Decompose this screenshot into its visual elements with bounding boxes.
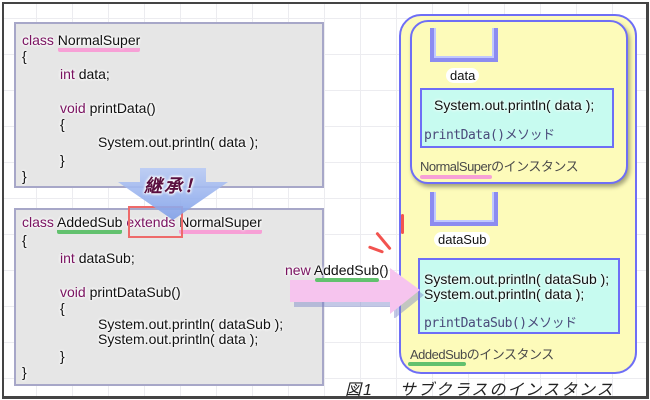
code-line: } xyxy=(22,168,27,184)
code-line-statement: System.out.println( data ); xyxy=(98,331,259,347)
instance-class-name: AddedSub xyxy=(410,347,467,362)
superclass-name-underline xyxy=(420,175,492,179)
code-line-method: void printData() xyxy=(60,100,156,117)
variable-label-data: data xyxy=(446,68,480,83)
keyword: int xyxy=(60,250,75,266)
keyword: void xyxy=(60,284,86,300)
code-line: } xyxy=(22,364,27,380)
instance-class-name: NormalSuper xyxy=(420,159,492,174)
instance-suffix: のインスタンス xyxy=(491,159,579,174)
variable-container-icon xyxy=(430,192,498,226)
code-line: } xyxy=(60,348,65,364)
keyword: int xyxy=(60,66,75,82)
method-code-line: System.out.println( data ); xyxy=(434,97,595,113)
inheritance-label: 継承！ xyxy=(144,176,204,196)
code-line-class-declaration: class NormalSuper xyxy=(22,32,141,52)
superclass-name: NormalSuper xyxy=(57,32,141,52)
code-line: { xyxy=(22,48,27,64)
keyword: new xyxy=(285,262,311,278)
new-expression: new AddedSub() xyxy=(285,262,389,278)
code-line: { xyxy=(60,116,65,132)
method-signature: printDataSub() xyxy=(89,284,181,300)
method-name-label: printDataSub()メソッド xyxy=(424,316,577,331)
field-name: dataSub; xyxy=(78,250,135,266)
emphasis-spark xyxy=(401,214,404,234)
parent-class-name: NormalSuper xyxy=(179,214,262,234)
figure-number: 図1 xyxy=(345,382,374,399)
keyword: class xyxy=(22,32,54,48)
code-line-statement: System.out.println( dataSub ); xyxy=(98,316,284,332)
constructor-call: AddedSub() xyxy=(313,262,389,278)
method-box-printDataSub xyxy=(418,258,620,334)
figure-caption: 図1 サブクラスのインスタンス xyxy=(345,376,615,400)
variable-container-icon xyxy=(430,28,498,62)
inheritance-arrow xyxy=(118,168,228,220)
code-line-method: void printDataSub() xyxy=(60,284,181,301)
code-line-field: int data; xyxy=(60,66,110,83)
subclass-name-underline xyxy=(315,278,379,282)
instantiation-arrow xyxy=(290,268,424,318)
code-line: { xyxy=(22,232,27,248)
figure-title: サブクラスのインスタンス xyxy=(399,382,615,399)
keyword: class xyxy=(22,214,54,230)
instance-suffix: のインスタンス xyxy=(466,347,554,362)
code-line-field: int dataSub; xyxy=(60,250,135,267)
code-line: } xyxy=(60,152,65,168)
superclass-instance-label: NormalSuperのインスタンス xyxy=(420,156,579,175)
superclass-code-box: class NormalSuper { int data; void print… xyxy=(14,22,324,188)
extends-keyword: extends xyxy=(126,214,176,230)
method-box-printData xyxy=(420,88,614,148)
subclass-name-underline xyxy=(408,362,466,366)
field-name: data; xyxy=(78,66,110,82)
keyword: void xyxy=(60,100,86,116)
method-code-line: System.out.println( data ); xyxy=(424,286,585,302)
variable-label-dataSub: dataSub xyxy=(434,232,491,247)
subclass-instance-label: AddedSubのインスタンス xyxy=(410,344,554,363)
code-line-statement: System.out.println( data ); xyxy=(98,134,259,150)
method-signature: printData() xyxy=(89,100,156,116)
method-code-line: System.out.println( dataSub ); xyxy=(424,271,610,287)
method-name-label: printData()メソッド xyxy=(424,128,555,143)
code-line-class-declaration: class AddedSub extends NormalSuper xyxy=(22,214,262,234)
subclass-name: AddedSub xyxy=(57,214,123,234)
code-line: { xyxy=(60,300,65,316)
